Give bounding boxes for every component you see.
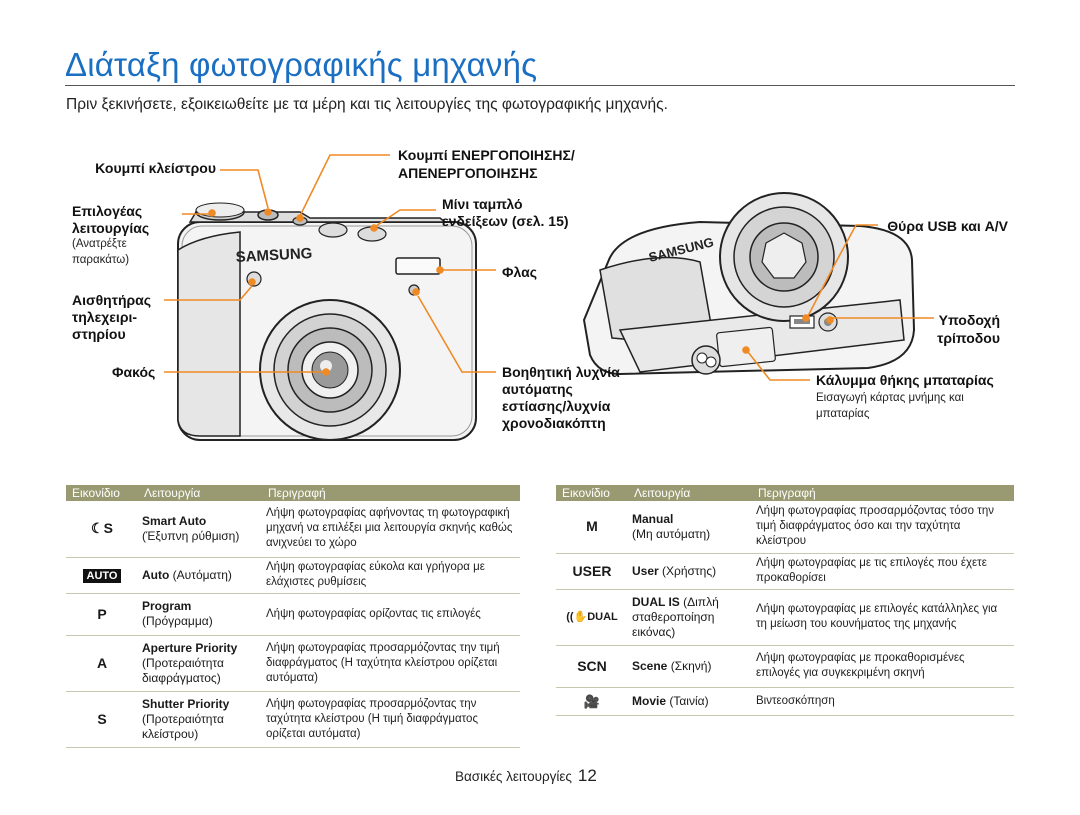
flash-label: Φλας <box>502 264 537 280</box>
page-title: Διάταξη φωτογραφικής μηχανής <box>65 46 538 83</box>
header-description: Περιγραφή <box>752 485 1014 501</box>
title-divider <box>65 85 1015 86</box>
description-cell: Λήψη φωτογραφίας με επιλογές κατάλληλες … <box>752 589 1014 646</box>
page-number: 12 <box>577 766 597 785</box>
mode-table-right: Εικονίδιο Λειτουργία Περιγραφή M Manual(… <box>556 485 1014 716</box>
table-row: A Aperture Priority(Προτεραιότητα διαφρά… <box>66 635 520 692</box>
description-cell: Βιντεοσκόπηση <box>752 687 1014 716</box>
battery-cover-sub-2: μπαταρίας <box>816 408 870 420</box>
auto-icon: AUTO <box>66 557 138 594</box>
table-row: USER User (Χρήστης) Λήψη φωτογραφίας με … <box>556 553 1014 590</box>
intro-text: Πριν ξεκινήσετε, εξοικειωθείτε με τα μέρ… <box>66 96 668 113</box>
mode-dial-sub-1: (Ανατρέξτε <box>72 238 127 250</box>
table-row: SCN Scene (Σκηνή) Λήψη φωτογραφίας με πρ… <box>556 645 1014 688</box>
scene-icon: SCN <box>556 645 628 688</box>
battery-cover-label: Κάλυμμα θήκης μπαταρίας <box>816 372 994 388</box>
power-button-label-1: Κουμπί ΕΝΕΡΓΟΠΟΙΗΣΗΣ/ <box>398 147 575 163</box>
shutter-priority-icon: S <box>66 691 138 748</box>
table-row: S Shutter Priority(Προτεραιότητα κλείστρ… <box>66 691 520 748</box>
af-lamp-label-2: αυτόματης <box>502 381 573 397</box>
function-cell: Shutter Priority(Προτεραιότητα κλείστρου… <box>138 691 262 748</box>
af-lamp-label-4: χρονοδιακόπτη <box>502 415 606 431</box>
mode-dial-sub-2: παρακάτω) <box>72 254 130 266</box>
table-row: 🎥 Movie (Ταινία) Βιντεοσκόπηση <box>556 687 1014 716</box>
lens-label: Φακός <box>112 364 156 380</box>
function-cell: User (Χρήστης) <box>628 553 752 590</box>
af-lamp-label-3: εστίασης/λυχνία <box>502 398 611 414</box>
description-cell: Λήψη φωτογραφίας ορίζοντας τις επιλογές <box>262 593 520 636</box>
function-cell: Smart Auto(Έξυπνη ρύθμιση) <box>138 501 262 558</box>
mode-dial-label-1: Επιλογέας <box>72 203 143 219</box>
footer-section-label: Βασικές λειτουργίες <box>455 769 572 784</box>
user-icon: USER <box>556 553 628 590</box>
description-cell: Λήψη φωτογραφίας προσαρμόζοντας την τιμή… <box>262 635 520 692</box>
mode-dial-label-2: λειτουργίας <box>72 220 150 236</box>
tripod-label-1: Υποδοχή <box>938 312 1000 328</box>
function-cell: Scene (Σκηνή) <box>628 645 752 688</box>
tripod-label-2: τρίποδου <box>937 330 1000 346</box>
dual-is-icon: ((✋DUAL <box>556 589 628 646</box>
callout-lines <box>164 154 934 381</box>
description-cell: Λήψη φωτογραφίας με προκαθορισμένες επιλ… <box>752 645 1014 688</box>
description-cell: Λήψη φωτογραφίας αφήνοντας τη φωτογραφικ… <box>262 501 520 558</box>
mini-panel-label-1: Μίνι ταμπλό <box>442 196 523 212</box>
mini-panel-label-2: ενδείξεων (σελ. 15) <box>442 213 569 229</box>
description-cell: Λήψη φωτογραφίας προσαρμόζοντας την ταχύ… <box>262 691 520 748</box>
function-cell: Program(Πρόγραμμα) <box>138 593 262 636</box>
function-cell: DUAL IS (Διπλή σταθεροποίηση εικόνας) <box>628 589 752 646</box>
description-cell: Λήψη φωτογραφίας με τις επιλογές που έχε… <box>752 553 1014 590</box>
table-row: P Program(Πρόγραμμα) Λήψη φωτογραφίας ορ… <box>66 593 520 636</box>
table-row: ((✋DUAL DUAL IS (Διπλή σταθεροποίηση εικ… <box>556 589 1014 646</box>
description-cell: Λήψη φωτογραφίας εύκολα και γρήγορα με ε… <box>262 557 520 594</box>
function-cell: Auto (Αυτόματη) <box>138 557 262 594</box>
shutter-button-label: Κουμπί κλείστρου <box>95 160 216 176</box>
header-icon: Εικονίδιο <box>66 485 138 501</box>
remote-sensor-label-2: τηλεχειρι- <box>72 309 138 325</box>
page-footer: Βασικές λειτουργίες 12 <box>455 766 597 786</box>
table-row: AUTO Auto (Αυτόματη) Λήψη φωτογραφίας εύ… <box>66 557 520 594</box>
mode-table-left: Εικονίδιο Λειτουργία Περιγραφή ☾S Smart … <box>66 485 520 748</box>
table-row: M Manual(Μη αυτόματη) Λήψη φωτογραφίας π… <box>556 501 1014 554</box>
camera-back: SAMSUNG <box>582 192 916 376</box>
header-icon: Εικονίδιο <box>556 485 628 501</box>
brand-logo-front: SAMSUNG <box>235 245 312 266</box>
program-icon: P <box>66 593 138 636</box>
smart-auto-icon: ☾S <box>66 501 138 558</box>
movie-icon: 🎥 <box>556 687 628 716</box>
remote-sensor-label-3: στηρίου <box>72 326 126 342</box>
aperture-priority-icon: A <box>66 635 138 692</box>
power-button-label-2: ΑΠΕΝΕΡΓΟΠΟΙΗΣΗΣ <box>398 165 538 181</box>
af-lamp-label-1: Βοηθητική λυχνία <box>502 364 620 380</box>
description-cell: Λήψη φωτογραφίας προσαρμόζοντας τόσο την… <box>752 501 1014 554</box>
remote-sensor-label-1: Αισθητήρας <box>72 292 152 308</box>
table-row: ☾S Smart Auto(Έξυπνη ρύθμιση) Λήψη φωτογ… <box>66 501 520 558</box>
usb-port-label: Θύρα USB και A/V <box>887 218 1008 234</box>
header-description: Περιγραφή <box>262 485 520 501</box>
battery-cover-sub-1: Εισαγωγή κάρτας μνήμης και <box>816 392 964 404</box>
camera-front: SAMSUNG <box>177 202 477 441</box>
manual-icon: M <box>556 501 628 554</box>
header-function: Λειτουργία <box>628 485 752 501</box>
function-cell: Movie (Ταινία) <box>628 687 752 716</box>
function-cell: Manual(Μη αυτόματη) <box>628 501 752 554</box>
function-cell: Aperture Priority(Προτεραιότητα διαφράγμ… <box>138 635 262 692</box>
header-function: Λειτουργία <box>138 485 262 501</box>
